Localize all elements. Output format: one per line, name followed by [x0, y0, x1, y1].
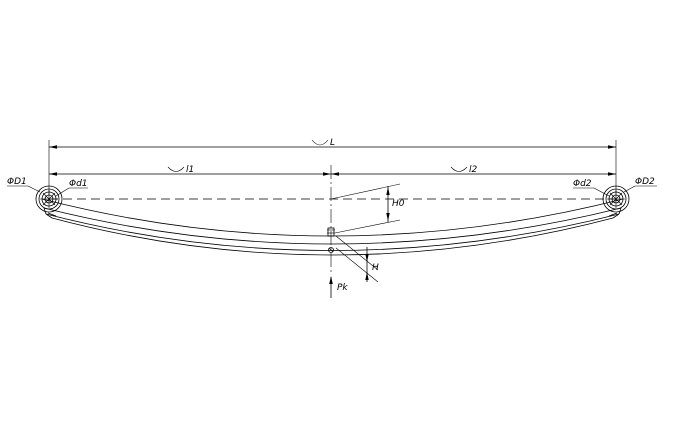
load-label: Pk — [337, 283, 348, 293]
loaded-height-dimension: H — [335, 235, 379, 283]
loaded-height-label: H — [372, 263, 379, 273]
right-spring-eye — [602, 185, 630, 213]
load-arrow: Pk — [329, 276, 348, 298]
free-height-dimension: H0 — [330, 183, 405, 234]
right-eye-outer-label: ΦD2 — [635, 177, 655, 187]
free-height-label: H0 — [392, 199, 405, 209]
right-eye-inner-label: Φd2 — [573, 179, 592, 189]
left-eye-inner-label: Φd1 — [69, 179, 88, 189]
left-eye-outer-label: ΦD1 — [7, 177, 27, 187]
overall-length-label: L — [330, 138, 335, 148]
overall-length-dimension: L — [48, 138, 617, 195]
center-bolt — [327, 227, 335, 253]
left-spring-eye — [35, 185, 63, 213]
spring-leaves — [41, 198, 624, 256]
right-length-label: l2 — [469, 165, 478, 175]
left-length-label: l1 — [186, 165, 194, 175]
partial-length-dimensions: l1 l2 — [49, 165, 616, 176]
eye-diameter-callouts: ΦD1 Φd1 Φd2 ΦD2 — [7, 177, 657, 197]
